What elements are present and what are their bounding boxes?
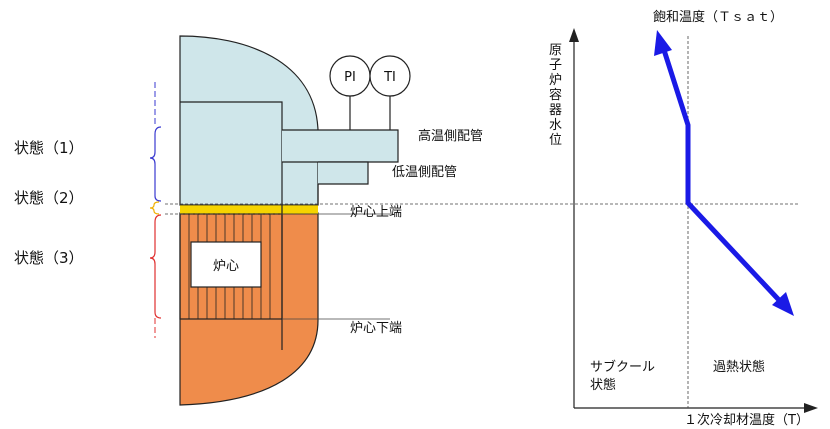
- y-axis-char: 器: [549, 103, 562, 118]
- trajectory-arrow-up: [654, 30, 672, 56]
- y-axis-char: 炉: [549, 73, 562, 88]
- y-axis-arrow: [569, 28, 579, 42]
- x-axis-arrow: [804, 403, 818, 413]
- cold-pipe-label: 低温側配管: [392, 165, 457, 180]
- core-label-box: [190, 241, 262, 288]
- graph: 飽和温度（Ｔｓａｔ） 原 子 炉 容 器 水 位 サブクール 状態 過熱状態 １…: [549, 9, 818, 428]
- state-braces: [149, 82, 162, 338]
- y-axis-label: 原 子 炉 容 器 水 位: [549, 43, 562, 148]
- y-axis-char: 子: [549, 58, 562, 73]
- state-2-label: 状態（2）: [14, 189, 84, 207]
- pipes: [282, 129, 399, 205]
- level-temperature-trajectory: [654, 30, 794, 316]
- ti-gauge: [369, 55, 411, 97]
- state-3-label: 状態（3）: [14, 249, 84, 267]
- y-axis-char: 容: [549, 87, 562, 103]
- brace-state-1: [149, 126, 162, 202]
- superheat-label: 過熱状態: [713, 359, 765, 375]
- state-1-label: 状態（1）: [14, 139, 84, 157]
- reactor-vessel: [179, 35, 319, 406]
- core-top-band: [180, 205, 318, 214]
- pi-label: PI: [344, 70, 356, 85]
- sat-temp-label: 飽和温度（Ｔｓａｔ）: [653, 9, 783, 25]
- core-label: 炉心: [213, 259, 239, 274]
- brace-state-2: [149, 201, 160, 215]
- x-axis-label: １次冷却材温度（T）: [684, 412, 809, 428]
- subcool-label-line-1: サブクール: [590, 359, 655, 375]
- instruments: PI TI: [329, 55, 411, 130]
- core-bottom-label: 炉心下端: [350, 321, 402, 336]
- steam-region: [179, 35, 319, 206]
- hot-leg-pipe: [282, 129, 399, 163]
- ti-label: TI: [383, 70, 396, 85]
- y-axis-char: 位: [549, 133, 562, 148]
- hot-pipe-label: 高温側配管: [418, 128, 483, 144]
- core-top-label: 炉心上端: [350, 205, 402, 220]
- trajectory-arrow-down: [772, 292, 794, 316]
- cold-leg-pipe: [318, 161, 369, 185]
- level-lines: [165, 203, 800, 320]
- brace-state-3: [149, 214, 162, 319]
- subcool-label-line-2: 状態: [590, 377, 616, 393]
- y-axis-char: 水: [549, 118, 562, 133]
- y-axis-char: 原: [549, 43, 562, 58]
